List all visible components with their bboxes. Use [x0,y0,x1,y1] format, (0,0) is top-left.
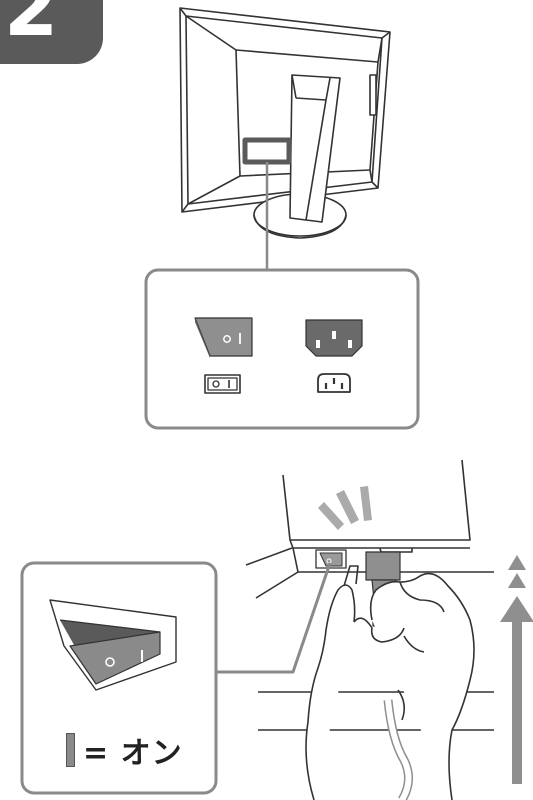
monitor-rear [180,8,390,238]
double-up-arrow-icon [508,555,526,588]
switch-on-legend: = オン [66,732,183,768]
detail-panel [146,270,418,428]
ac-inlet-symbol-icon [318,374,350,392]
legend-text: = オン [83,728,183,772]
zoom-callout-line [216,563,330,672]
up-arrow-icon [500,596,533,784]
press-emphasis-icon [318,486,372,530]
ac-inlet [306,320,362,356]
power-switch-symbol-icon [205,375,240,393]
hand [306,566,474,800]
legend-swatch [66,733,75,767]
scene-switch [316,550,346,568]
